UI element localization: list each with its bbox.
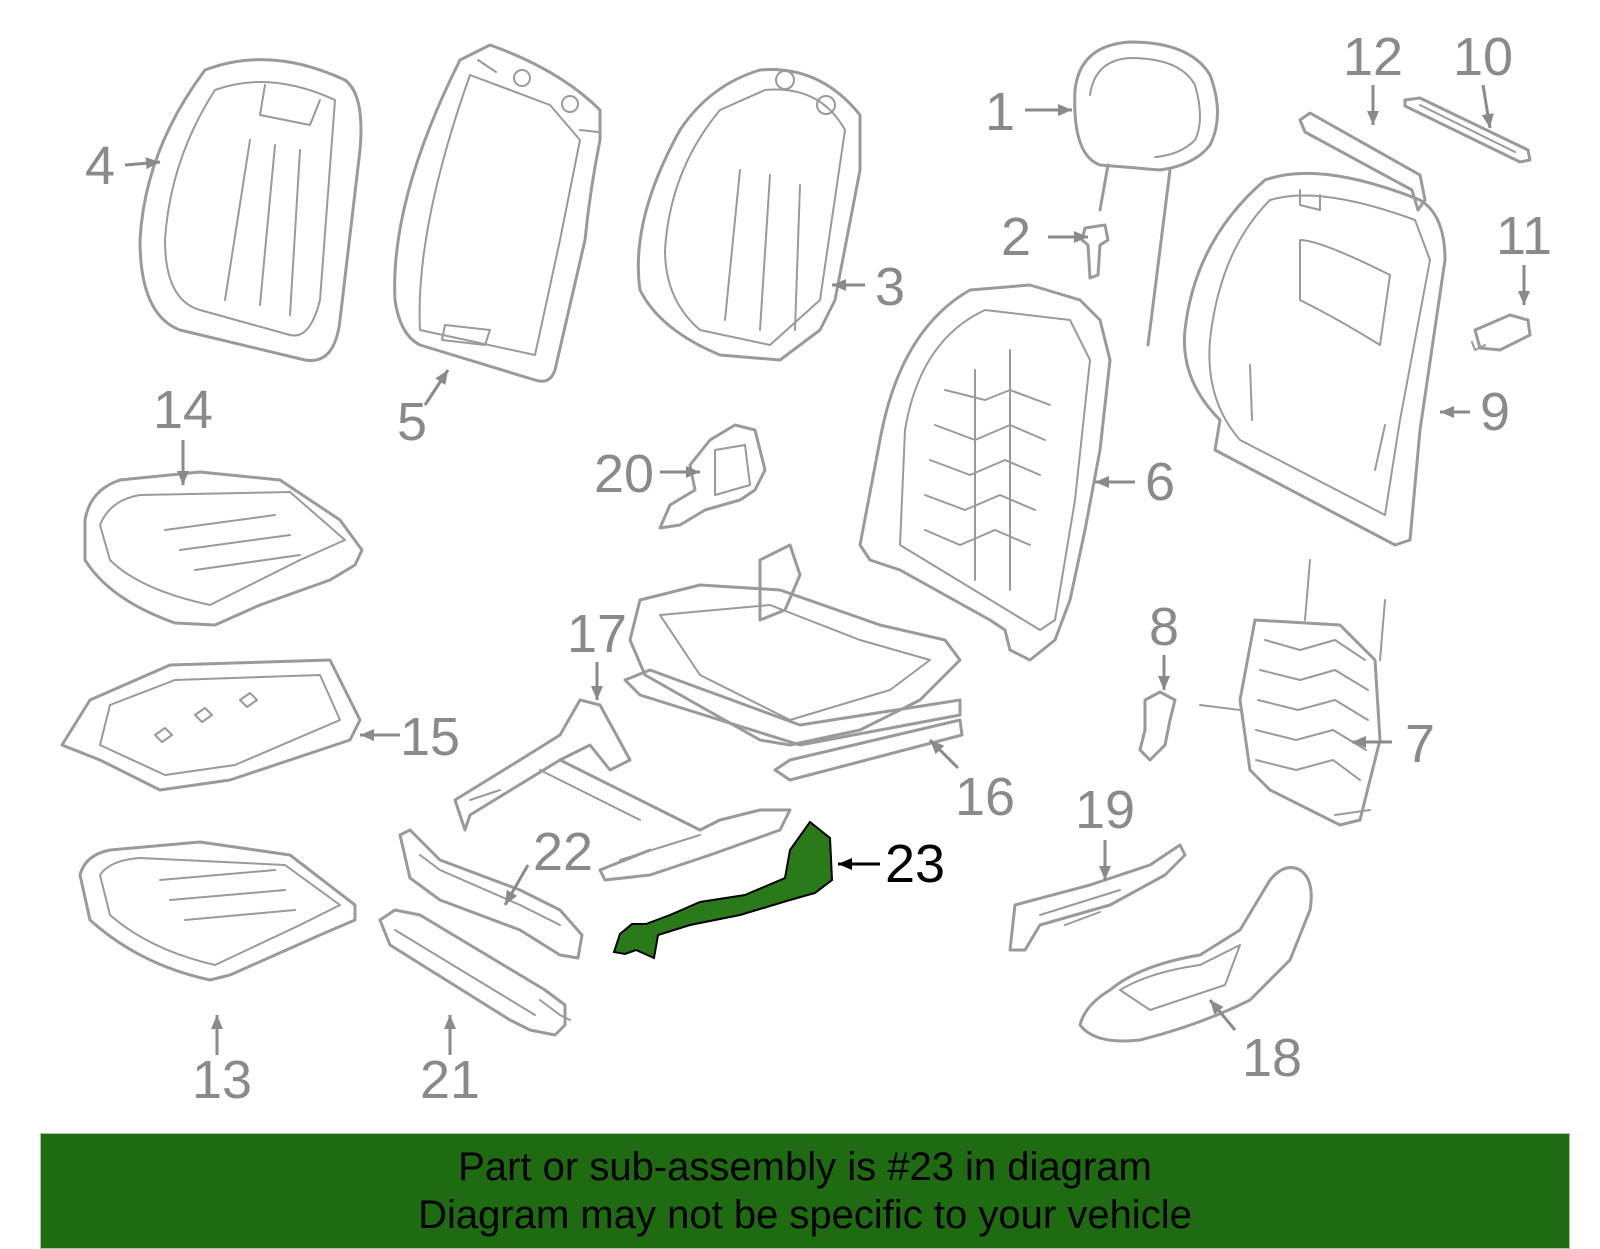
- callout-leaders: [124, 84, 1530, 1055]
- part-13-lower-cushion: [78, 840, 357, 982]
- leader-3: [832, 279, 865, 291]
- leader-5: [423, 369, 450, 406]
- leader-arrowhead-16: [930, 740, 945, 755]
- banner-line-2: Diagram may not be specific to your vehi…: [418, 1193, 1192, 1237]
- leader-arrowhead-13: [211, 1015, 223, 1029]
- leader-arrowhead-10: [1481, 113, 1494, 128]
- leader-2: [1048, 231, 1088, 243]
- leader-arrowhead-3: [832, 279, 846, 291]
- banner-line-1: Part or sub-assembly is #23 in diagram: [458, 1145, 1152, 1189]
- leader-23: [838, 858, 880, 870]
- leader-arrowhead-7: [1352, 736, 1366, 748]
- leader-11: [1518, 265, 1530, 305]
- leader-arrowhead-18: [1210, 1000, 1224, 1015]
- leader-15: [360, 729, 400, 741]
- leader-7: [1352, 736, 1392, 748]
- leader-arrowhead-8: [1158, 676, 1170, 690]
- part-23-highlighted: [612, 820, 834, 960]
- leader-6: [1095, 476, 1135, 488]
- leader-arrowhead-19: [1099, 866, 1111, 880]
- callout-18: 18: [1242, 1028, 1302, 1088]
- callout-16: 16: [955, 767, 1015, 827]
- callout-1: 1: [985, 82, 1015, 142]
- part-19-side-trim: [1008, 843, 1187, 952]
- callout-17: 17: [567, 604, 627, 664]
- callout-6: 6: [1145, 452, 1175, 512]
- callout-4: 4: [85, 136, 115, 196]
- part-8-clip: [1138, 690, 1177, 762]
- leader-arrowhead-2: [1074, 231, 1088, 243]
- callout-3: 3: [875, 257, 905, 317]
- leader-8: [1158, 655, 1170, 690]
- callout-8: 8: [1149, 597, 1179, 657]
- callout-labels: 1 2 3 4 5 6 7 8 9 10 11 12 13 14 15 16 1…: [85, 27, 1552, 1110]
- part-18-side-panel: [1078, 866, 1313, 1043]
- highlighted-part-shape: [612, 820, 834, 960]
- callout-11: 11: [1496, 206, 1552, 266]
- part-20-bracket: [658, 423, 767, 530]
- leader-arrowhead-11: [1518, 291, 1530, 305]
- callout-19: 19: [1075, 780, 1135, 840]
- leader-arrowhead-14: [177, 471, 189, 485]
- leader-12: [1367, 85, 1379, 125]
- callout-2: 2: [1001, 207, 1031, 267]
- leader-arrowhead-6: [1095, 476, 1109, 488]
- part-4-backrest-cover: [138, 58, 363, 362]
- part-21-side-cover: [378, 908, 571, 1037]
- callout-13: 13: [192, 1050, 252, 1110]
- leader-13: [211, 1015, 223, 1055]
- info-banner: Part or sub-assembly is #23 in diagram D…: [40, 1133, 1570, 1249]
- leader-arrowhead-12: [1367, 111, 1379, 125]
- callout-20: 20: [594, 444, 654, 504]
- leader-arrowhead-5: [435, 370, 448, 385]
- leader-4: [124, 157, 161, 170]
- callout-5: 5: [397, 392, 427, 452]
- leader-arrowhead-17: [591, 686, 603, 700]
- leader-22: [503, 864, 530, 906]
- leader-arrowhead-23: [838, 858, 852, 870]
- leader-16: [928, 738, 960, 770]
- leader-17: [591, 662, 603, 700]
- part-11-clip: [1471, 313, 1532, 352]
- part-6-backrest-frame: [858, 283, 1112, 662]
- part-17-seat-rails: [453, 698, 792, 882]
- callout-9: 9: [1480, 382, 1510, 442]
- leader-arrowhead-1: [1058, 104, 1072, 116]
- leader-arrowhead-21: [444, 1015, 456, 1029]
- leader-arrowhead-4: [145, 157, 160, 170]
- leader-19: [1099, 840, 1111, 880]
- leader-18: [1208, 999, 1237, 1031]
- part-9-rear-panel: [1182, 171, 1447, 547]
- part-5-back-panel: [393, 43, 602, 383]
- leader-14: [177, 440, 189, 485]
- leader-21: [444, 1015, 456, 1055]
- leader-arrowhead-20: [686, 466, 700, 478]
- part-2-headrest-guide: [1080, 223, 1110, 280]
- callout-22: 22: [533, 822, 593, 882]
- part-7-lumbar-support: [1199, 559, 1386, 827]
- callout-15: 15: [400, 707, 460, 767]
- part-1-headrest: [1073, 40, 1219, 347]
- callout-14: 14: [153, 380, 213, 440]
- callout-12: 12: [1343, 27, 1403, 87]
- part-15-cushion-pan: [60, 658, 362, 792]
- part-10-trim-piece: [1403, 96, 1532, 164]
- leader-1: [1025, 104, 1072, 116]
- seat-parts-diagram: 1 2 3 4 5 6 7 8 9 10 11 12 13 14 15 16 1…: [60, 27, 1552, 1110]
- leader-9: [1440, 406, 1470, 418]
- part-14-cushion-cover: [83, 470, 364, 627]
- callout-21: 21: [420, 1050, 480, 1110]
- leader-arrowhead-15: [360, 729, 374, 741]
- leader-20: [660, 466, 700, 478]
- leader-arrowhead-9: [1440, 406, 1454, 418]
- part-16-cushion-frame: [623, 543, 964, 782]
- leader-10: [1481, 84, 1494, 129]
- leader-arrowhead-22: [505, 889, 518, 905]
- part-3-back-cover: [636, 68, 862, 362]
- part-12-trim-strip: [1298, 111, 1427, 212]
- callout-23: 23: [885, 834, 945, 894]
- callout-10: 10: [1453, 27, 1513, 87]
- part-22-trim-panel: [398, 828, 584, 960]
- callout-7: 7: [1405, 714, 1435, 774]
